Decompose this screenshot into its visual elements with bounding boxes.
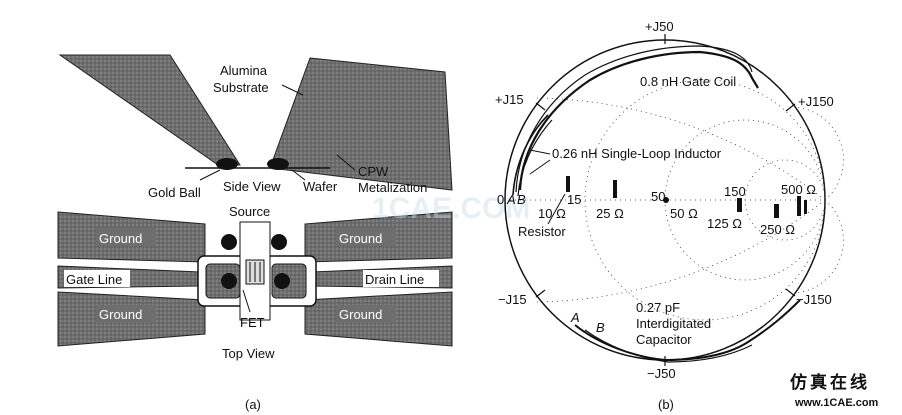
resistor-label: Resistor (518, 224, 566, 239)
cpw-label-1: CPW (358, 164, 389, 179)
axis-label-lower-left: −J15 (498, 292, 527, 307)
panel-b-smith-chart: +J50 −J50 +J15 +J150 −J15 −J150 0 50 0.8… (495, 19, 844, 381)
wafer-leader (291, 169, 306, 181)
fet-leader (242, 289, 251, 313)
axis-label-zero: 0 (497, 192, 504, 207)
gate-coil-trace (518, 50, 759, 191)
drain-line-label: Drain Line (365, 272, 424, 287)
axis-label-lower-right: −J150 (796, 292, 832, 307)
right-alumina-substrate (269, 57, 453, 191)
resistor-mark-50 (663, 197, 669, 203)
bump-top-right (271, 234, 287, 250)
ground-label-bl: Ground (99, 307, 142, 322)
panel-a-top-view: Ground Ground Ground Ground Gate Line Dr… (57, 204, 453, 361)
capacitor-label-1: 0.27 pF (636, 300, 680, 315)
brand-name: 仿真在线 (790, 372, 870, 392)
gate-line-label: Gate Line (66, 272, 122, 287)
point-a-top: A (506, 192, 516, 207)
resistor-mark-25 (613, 180, 617, 198)
loop-inductor-label: 0.26 nH Single-Loop Inductor (552, 146, 722, 161)
cpw-label-2: Metalization (358, 180, 427, 195)
capacitor-label-3: Capacitor (636, 332, 692, 347)
alumina-label-1: Alumina (220, 63, 268, 78)
alumina-label-2: Substrate (213, 80, 269, 95)
gate-coil-label: 0.8 nH Gate Coil (640, 74, 736, 89)
cpw-leader (336, 154, 356, 171)
brand-watermark: 仿真在线 www.1CAE.com (790, 372, 879, 409)
ground-label-tl: Ground (99, 231, 142, 246)
panel-a-caption: (a) (245, 397, 261, 412)
watermark-mid: 1CAE.COM (372, 192, 530, 225)
ground-label-tr: Ground (339, 231, 382, 246)
resistor-value-500: 500 Ω (781, 182, 816, 197)
resistor-value-25: 25 Ω (596, 206, 624, 221)
resistor-mark-150 (737, 198, 742, 212)
bump-mid-left (221, 273, 237, 289)
resistor-mark-500a (797, 196, 801, 216)
capacitor-label-2: Interdigitated (636, 316, 711, 331)
gold-ball-left (216, 158, 238, 170)
ground-label-br: Ground (339, 307, 382, 322)
gold-ball-right (267, 158, 289, 170)
gold-ball-leader (199, 169, 221, 181)
axis-label-bottom: −J50 (647, 366, 676, 381)
gate-coil-trace-2 (515, 45, 753, 193)
resistor-value-250: 250 Ω (760, 222, 795, 237)
resistor-mark-500b (804, 200, 807, 214)
point-b-bottom: B (596, 320, 605, 335)
top-view-label: Top View (222, 346, 275, 361)
axis-label-upper-right: +J150 (798, 94, 834, 109)
axis-label-top: +J50 (645, 19, 674, 34)
resistor-value-15: 15 (567, 192, 581, 207)
resistor-mark-15 (566, 176, 570, 192)
panel-b-caption: (b) (658, 397, 674, 412)
bump-mid-right (274, 273, 290, 289)
axis-label-upper-left: +J15 (495, 92, 524, 107)
gold-ball-label: Gold Ball (148, 185, 201, 200)
brand-url: www.1CAE.com (794, 397, 879, 409)
fet-label: FET (240, 315, 265, 330)
bump-top-left (221, 234, 237, 250)
left-alumina-substrate (58, 54, 241, 166)
resistor-value-150: 150 (724, 184, 746, 199)
loop-inductor-trace (512, 114, 549, 196)
resistor-value-50: 50 Ω (670, 206, 698, 221)
alumina-leader (281, 84, 304, 96)
resistor-value-10: 10 Ω (538, 206, 566, 221)
source-label: Source (229, 204, 270, 219)
panel-a-side-view: Alumina Substrate Gold Ball Side View Wa… (58, 54, 453, 200)
resistor-mark-250 (774, 204, 779, 218)
axis-label-center: 50 (651, 189, 665, 204)
resistor-value-125: 125 Ω (707, 216, 742, 231)
side-view-label: Side View (223, 179, 281, 194)
wafer-label: Wafer (303, 179, 338, 194)
point-b-top: B (517, 192, 526, 207)
point-a-bottom: A (570, 310, 580, 325)
